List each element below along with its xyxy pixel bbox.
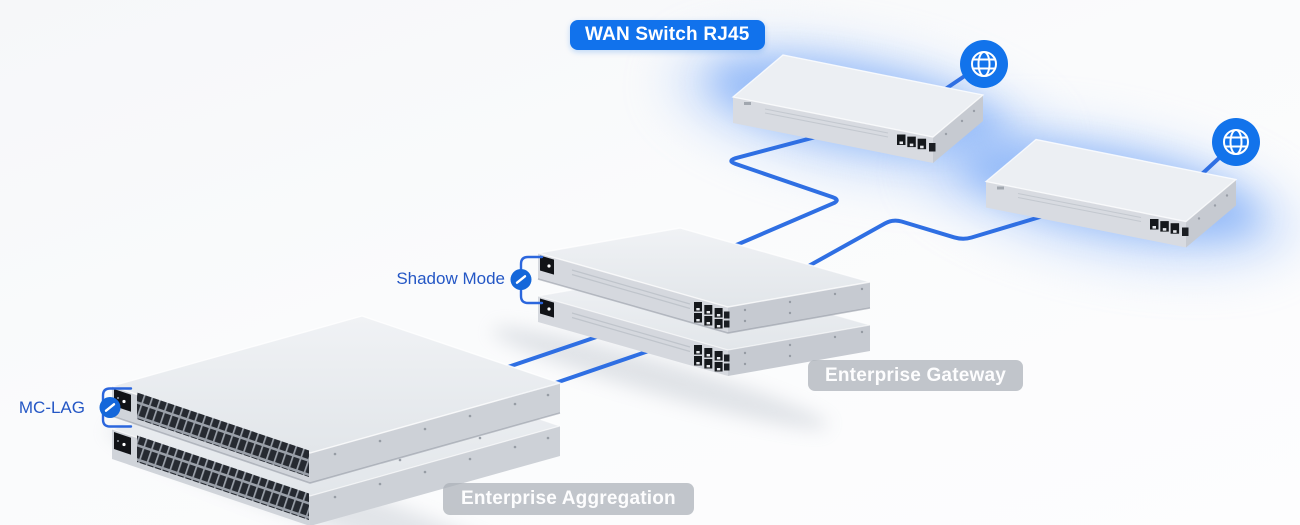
vent-lines bbox=[571, 269, 691, 310]
enterprise-gateway-badge: Enterprise Gateway bbox=[808, 360, 1024, 391]
brand-logo bbox=[997, 186, 1004, 190]
wan-switch-rj45-badge: WAN Switch RJ45 bbox=[570, 20, 765, 50]
screw-dots bbox=[1197, 194, 1229, 220]
enterprise-aggregation-badge: Enterprise Aggregation bbox=[443, 483, 694, 515]
line-wan1-gateway bbox=[718, 118, 882, 254]
sfp-ports bbox=[137, 435, 309, 520]
screw-dots bbox=[944, 109, 976, 136]
vent-lines bbox=[571, 312, 691, 353]
enterprise-gateway-1 bbox=[537, 227, 871, 334]
shadow-mode-label: Shadow Mode bbox=[396, 269, 505, 288]
globe-icon-2 bbox=[1212, 118, 1260, 166]
rj45-ports bbox=[897, 134, 936, 152]
globe-icon-1 bbox=[960, 40, 1008, 88]
sfp-ports bbox=[724, 354, 730, 371]
line-gateway-wan2 bbox=[803, 194, 1112, 270]
lcd-display bbox=[114, 432, 131, 455]
screw-dots bbox=[333, 436, 550, 499]
vent-lines bbox=[764, 108, 889, 138]
wan-switch-1 bbox=[731, 54, 985, 163]
sfp-ports bbox=[724, 311, 730, 328]
wan-switch-2 bbox=[984, 138, 1238, 248]
aggregation-switch-1 bbox=[109, 315, 563, 484]
screw-dots bbox=[743, 330, 864, 366]
rj45-ports bbox=[694, 302, 723, 329]
lcd-display bbox=[540, 298, 554, 318]
brand-logo bbox=[744, 102, 751, 105]
screw-dots bbox=[743, 287, 864, 323]
screw-dots bbox=[333, 393, 550, 462]
sfp-ports bbox=[137, 392, 309, 477]
mc-lag-label: MC-LAG bbox=[18, 398, 85, 417]
rj45-ports bbox=[694, 345, 723, 372]
link-icon-shadow-mode bbox=[510, 269, 532, 290]
link-icon-mc-lag bbox=[99, 397, 121, 418]
lcd-display bbox=[540, 255, 554, 275]
rj45-ports bbox=[1150, 219, 1189, 236]
vent-lines bbox=[1017, 192, 1142, 223]
